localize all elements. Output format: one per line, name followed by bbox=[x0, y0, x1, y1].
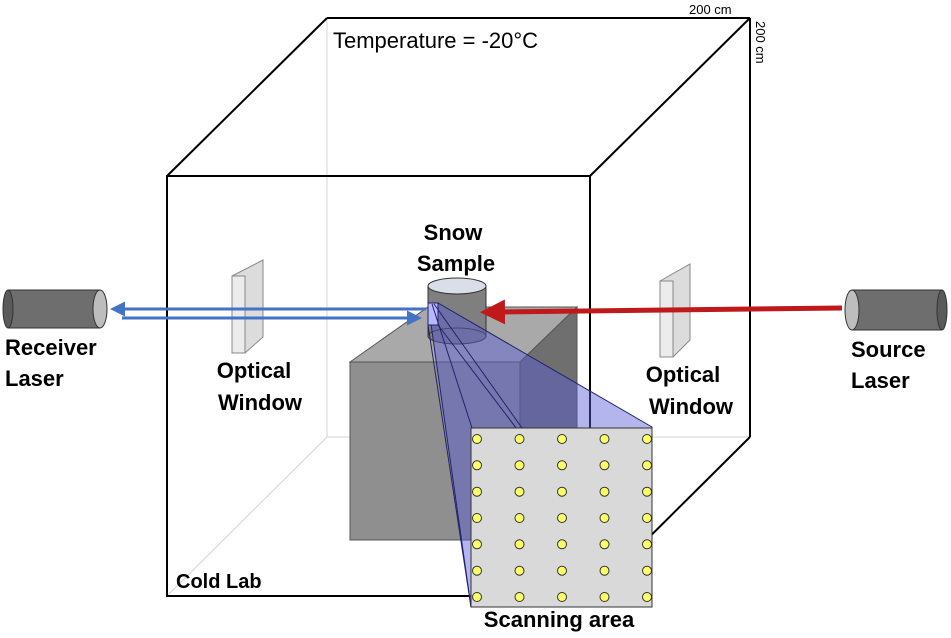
scan-point bbox=[599, 565, 610, 576]
scan-point bbox=[514, 539, 525, 550]
scan-point bbox=[514, 592, 525, 602]
scan-point bbox=[472, 513, 482, 523]
scan-point bbox=[642, 565, 652, 576]
snow-sample-label-line2: Sample bbox=[417, 251, 495, 276]
scan-point bbox=[557, 592, 567, 602]
receiver-laser-beam bbox=[110, 301, 426, 326]
source-laser-label-line1: Source bbox=[851, 337, 926, 362]
scanning-area-panel bbox=[470, 427, 653, 608]
scan-point bbox=[599, 539, 610, 550]
scan-point bbox=[642, 486, 652, 497]
scan-points-group bbox=[472, 434, 652, 602]
optical-window-left-label-line1: Optical bbox=[217, 358, 292, 383]
scan-point bbox=[642, 434, 652, 444]
scan-point bbox=[472, 592, 482, 602]
source-laser-beam bbox=[480, 299, 843, 325]
scan-point bbox=[557, 513, 567, 523]
scan-point bbox=[557, 460, 567, 471]
scan-point bbox=[472, 486, 482, 497]
source-laser-label-line2: Laser bbox=[851, 368, 910, 393]
scan-point bbox=[472, 565, 482, 576]
temperature-label: Temperature = -20°C bbox=[333, 28, 538, 53]
scan-point bbox=[472, 434, 482, 444]
scan-point bbox=[514, 565, 525, 576]
receiver-laser bbox=[2, 289, 108, 329]
optical-window-right-label-line2: Window bbox=[649, 394, 734, 419]
receiver-laser-label-line1: Receiver bbox=[5, 335, 97, 360]
scan-point bbox=[599, 592, 610, 602]
scan-point bbox=[642, 513, 652, 523]
scan-point bbox=[642, 592, 652, 602]
scan-point bbox=[514, 486, 525, 497]
width-dimension-label: 200 cm bbox=[689, 2, 732, 17]
optical-window-right-label-line1: Optical bbox=[646, 362, 721, 387]
scan-point bbox=[557, 486, 567, 497]
scan-point bbox=[599, 486, 610, 497]
scan-point bbox=[599, 460, 610, 471]
optical-window-left-label-line2: Window bbox=[218, 390, 303, 415]
receiver-laser-label-line2: Laser bbox=[5, 366, 64, 391]
scan-point bbox=[642, 460, 652, 471]
scan-point bbox=[557, 539, 567, 550]
scan-point bbox=[514, 460, 525, 471]
optical-window-left bbox=[231, 259, 264, 354]
scan-point bbox=[557, 434, 567, 444]
scan-point bbox=[472, 539, 482, 550]
scan-point bbox=[599, 434, 610, 444]
source-laser bbox=[844, 289, 948, 331]
height-dimension-label: 200 cm bbox=[753, 21, 768, 64]
cold-lab-label: Cold Lab bbox=[176, 571, 262, 593]
scan-point bbox=[514, 434, 525, 444]
scanning-area-label: Scanning area bbox=[484, 607, 635, 632]
scan-point bbox=[472, 460, 482, 471]
scan-point bbox=[557, 565, 567, 576]
scan-point bbox=[642, 539, 652, 550]
scan-point bbox=[599, 513, 610, 523]
snow-sample-label-line1: Snow bbox=[424, 220, 484, 245]
scan-point bbox=[514, 513, 525, 523]
